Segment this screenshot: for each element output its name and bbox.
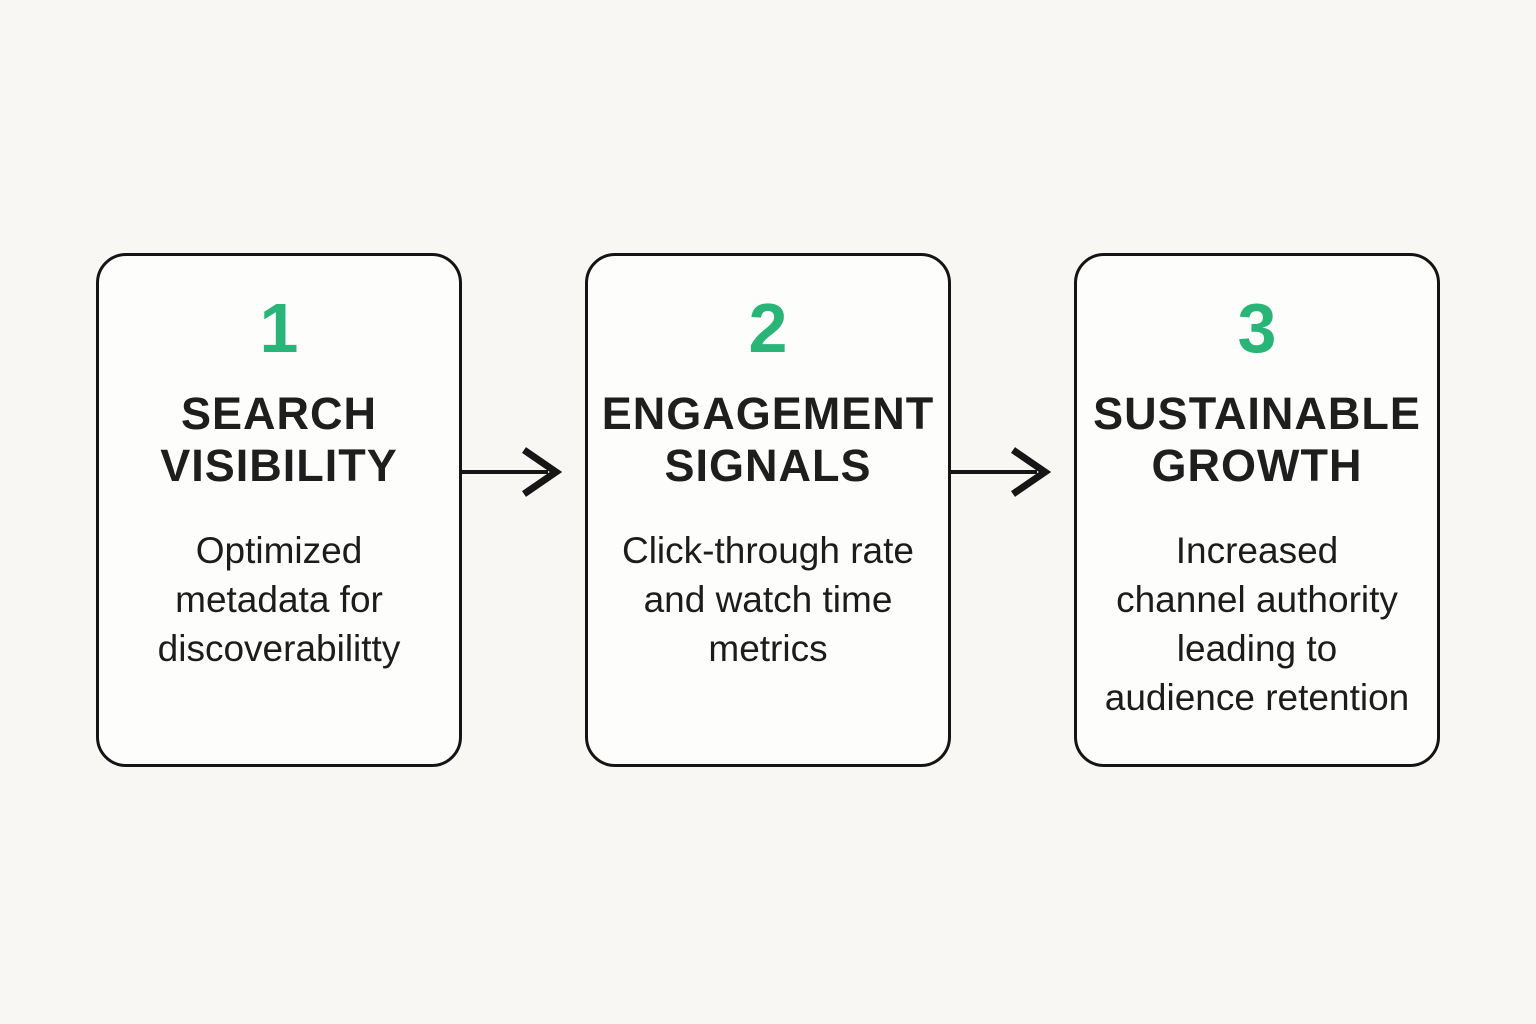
- step-number: 1: [259, 289, 299, 367]
- right-arrow-icon: [951, 447, 1051, 497]
- step-description: Optimized metadata for discoverabilitty: [157, 530, 401, 669]
- step-title: ENGAGEMENT SIGNALS: [601, 388, 935, 491]
- step-title: SUSTAINABLE GROWTH: [1093, 388, 1421, 491]
- step-number: 2: [748, 289, 788, 367]
- step-card-1: 1 SEARCH VISIBILITY Optimized metadata f…: [96, 253, 462, 767]
- step-title: SEARCH VISIBILITY: [160, 388, 398, 491]
- process-flow: 1 SEARCH VISIBILITY Optimized metadata f…: [96, 253, 1440, 767]
- step-card-3: 3 SUSTAINABLE GROWTH Increased channel a…: [1074, 253, 1440, 767]
- arrow-connector-2: [951, 253, 1074, 767]
- step-description: Click-through rate and watch time metric…: [621, 530, 914, 669]
- step-description: Increased channel authority leading to a…: [1104, 530, 1410, 718]
- step-card-2: 2 ENGAGEMENT SIGNALS Click-through rate …: [585, 253, 951, 767]
- right-arrow-icon: [462, 447, 562, 497]
- arrow-connector-1: [462, 253, 585, 767]
- step-number: 3: [1237, 289, 1277, 367]
